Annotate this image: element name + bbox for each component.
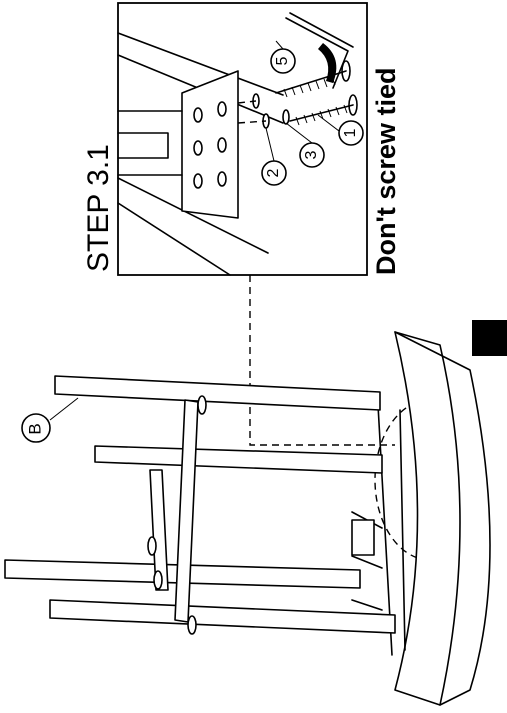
detail-guide-lines [237, 100, 267, 124]
leg [94, 445, 383, 474]
wrench-icon [318, 43, 337, 83]
stretcher-hole [197, 395, 207, 415]
stretcher [174, 399, 199, 623]
stretcher-hole [187, 615, 197, 635]
callout-label-5: 5 [274, 56, 291, 65]
detail-inset [117, 2, 368, 276]
bracket-hole [217, 171, 227, 187]
bracket-hole [193, 173, 203, 189]
screw-1 [289, 94, 358, 126]
leg-b [54, 375, 381, 411]
bracket-hole [217, 137, 227, 153]
seat [394, 331, 491, 706]
callout-1 [338, 120, 364, 146]
step-marker [472, 320, 507, 356]
warning-label: Don't screw tied [371, 68, 401, 275]
stool [4, 331, 491, 706]
stretcher-hole [153, 570, 163, 590]
callout-label-3: 3 [303, 150, 320, 159]
detail-leg-edges [117, 110, 183, 176]
apron-rail [377, 404, 406, 656]
detail-frame [117, 2, 368, 276]
detail-lower-rail [117, 177, 269, 276]
stretcher-hole [147, 536, 157, 556]
bracket-hole [217, 101, 227, 117]
callout-label-1: 1 [342, 128, 359, 137]
bracket-hole [193, 140, 203, 156]
callout-label-2: 2 [265, 168, 282, 177]
seat-edge [394, 331, 461, 706]
washer [282, 109, 290, 125]
corner-bracket [351, 519, 375, 556]
leg [49, 599, 396, 634]
leader-line [249, 275, 395, 446]
bracket-hole [193, 107, 203, 123]
callout-b [21, 413, 51, 443]
callout-b-leader [49, 397, 79, 421]
part-label-b: B [25, 423, 44, 434]
detail-corner-block [181, 70, 239, 219]
step-label: STEP 3.1 [82, 144, 115, 272]
allen-key-icon [285, 17, 349, 89]
